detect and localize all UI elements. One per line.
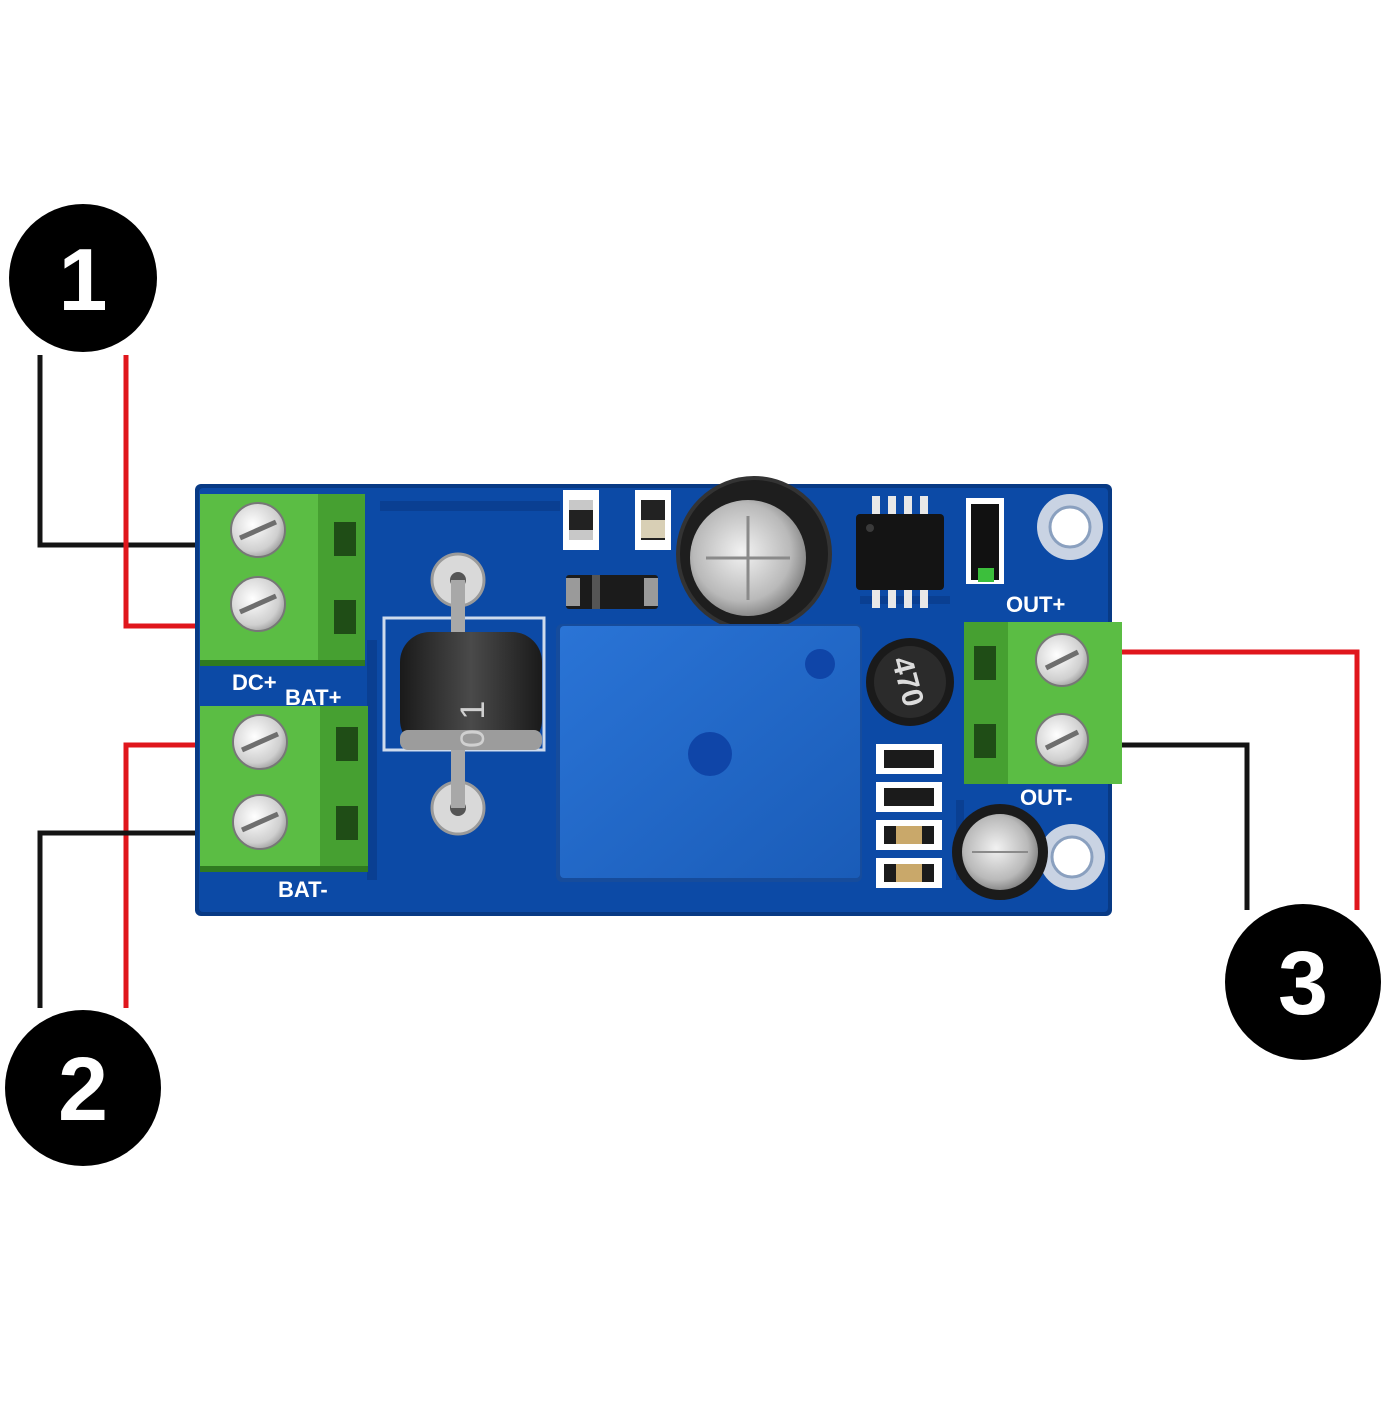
smd-diode-icon xyxy=(966,498,1004,584)
screw-terminal-icon xyxy=(964,622,1122,784)
relay-icon xyxy=(556,624,862,882)
smd-resistor-icon xyxy=(876,744,942,774)
smd-resistor-icon xyxy=(876,782,942,812)
wire-1-red xyxy=(123,355,205,629)
badge-3-label: 3 xyxy=(1278,934,1328,1034)
label-bat-minus: BAT- xyxy=(278,877,328,902)
callout-badge-1: 1 xyxy=(9,204,157,352)
diode-marking: 0 1 xyxy=(454,701,492,748)
wire-2-red xyxy=(123,742,205,1008)
wire-3-black xyxy=(1110,742,1250,910)
label-out-plus: OUT+ xyxy=(1006,592,1065,617)
callout-badge-2: 2 xyxy=(5,1010,161,1166)
wire-group-1 xyxy=(37,355,205,629)
screw-terminal-icon xyxy=(200,706,368,872)
smd-capacitor-icon xyxy=(876,820,942,850)
capacitor-icon xyxy=(952,804,1048,900)
label-out-minus: OUT- xyxy=(1020,785,1073,810)
badge-1-label: 1 xyxy=(59,230,108,329)
capacitor-icon xyxy=(676,476,832,632)
wire-group-3 xyxy=(1110,649,1360,910)
badge-2-label: 2 xyxy=(58,1040,108,1140)
mounting-hole-icon xyxy=(1037,494,1103,560)
mounting-hole-icon xyxy=(1039,824,1105,890)
wire-group-2 xyxy=(37,742,205,1008)
screw-terminal-icon xyxy=(200,494,365,666)
diode-icon: 0 1 xyxy=(382,552,546,836)
smd-capacitor-icon xyxy=(876,858,942,888)
label-bat-plus: BAT+ xyxy=(285,685,341,710)
smd-resistor-icon xyxy=(635,490,671,550)
wire-2-black xyxy=(37,830,205,1008)
label-dc-plus: DC+ xyxy=(232,670,277,695)
wire-3-red xyxy=(1110,649,1360,910)
wire-1-black xyxy=(37,355,205,548)
smd-resistor-icon xyxy=(563,490,599,550)
inductor-icon: 470 xyxy=(866,638,954,726)
ic-chip-icon xyxy=(856,496,944,608)
smd-diode-icon xyxy=(566,575,658,609)
callout-badge-3: 3 xyxy=(1225,904,1381,1060)
